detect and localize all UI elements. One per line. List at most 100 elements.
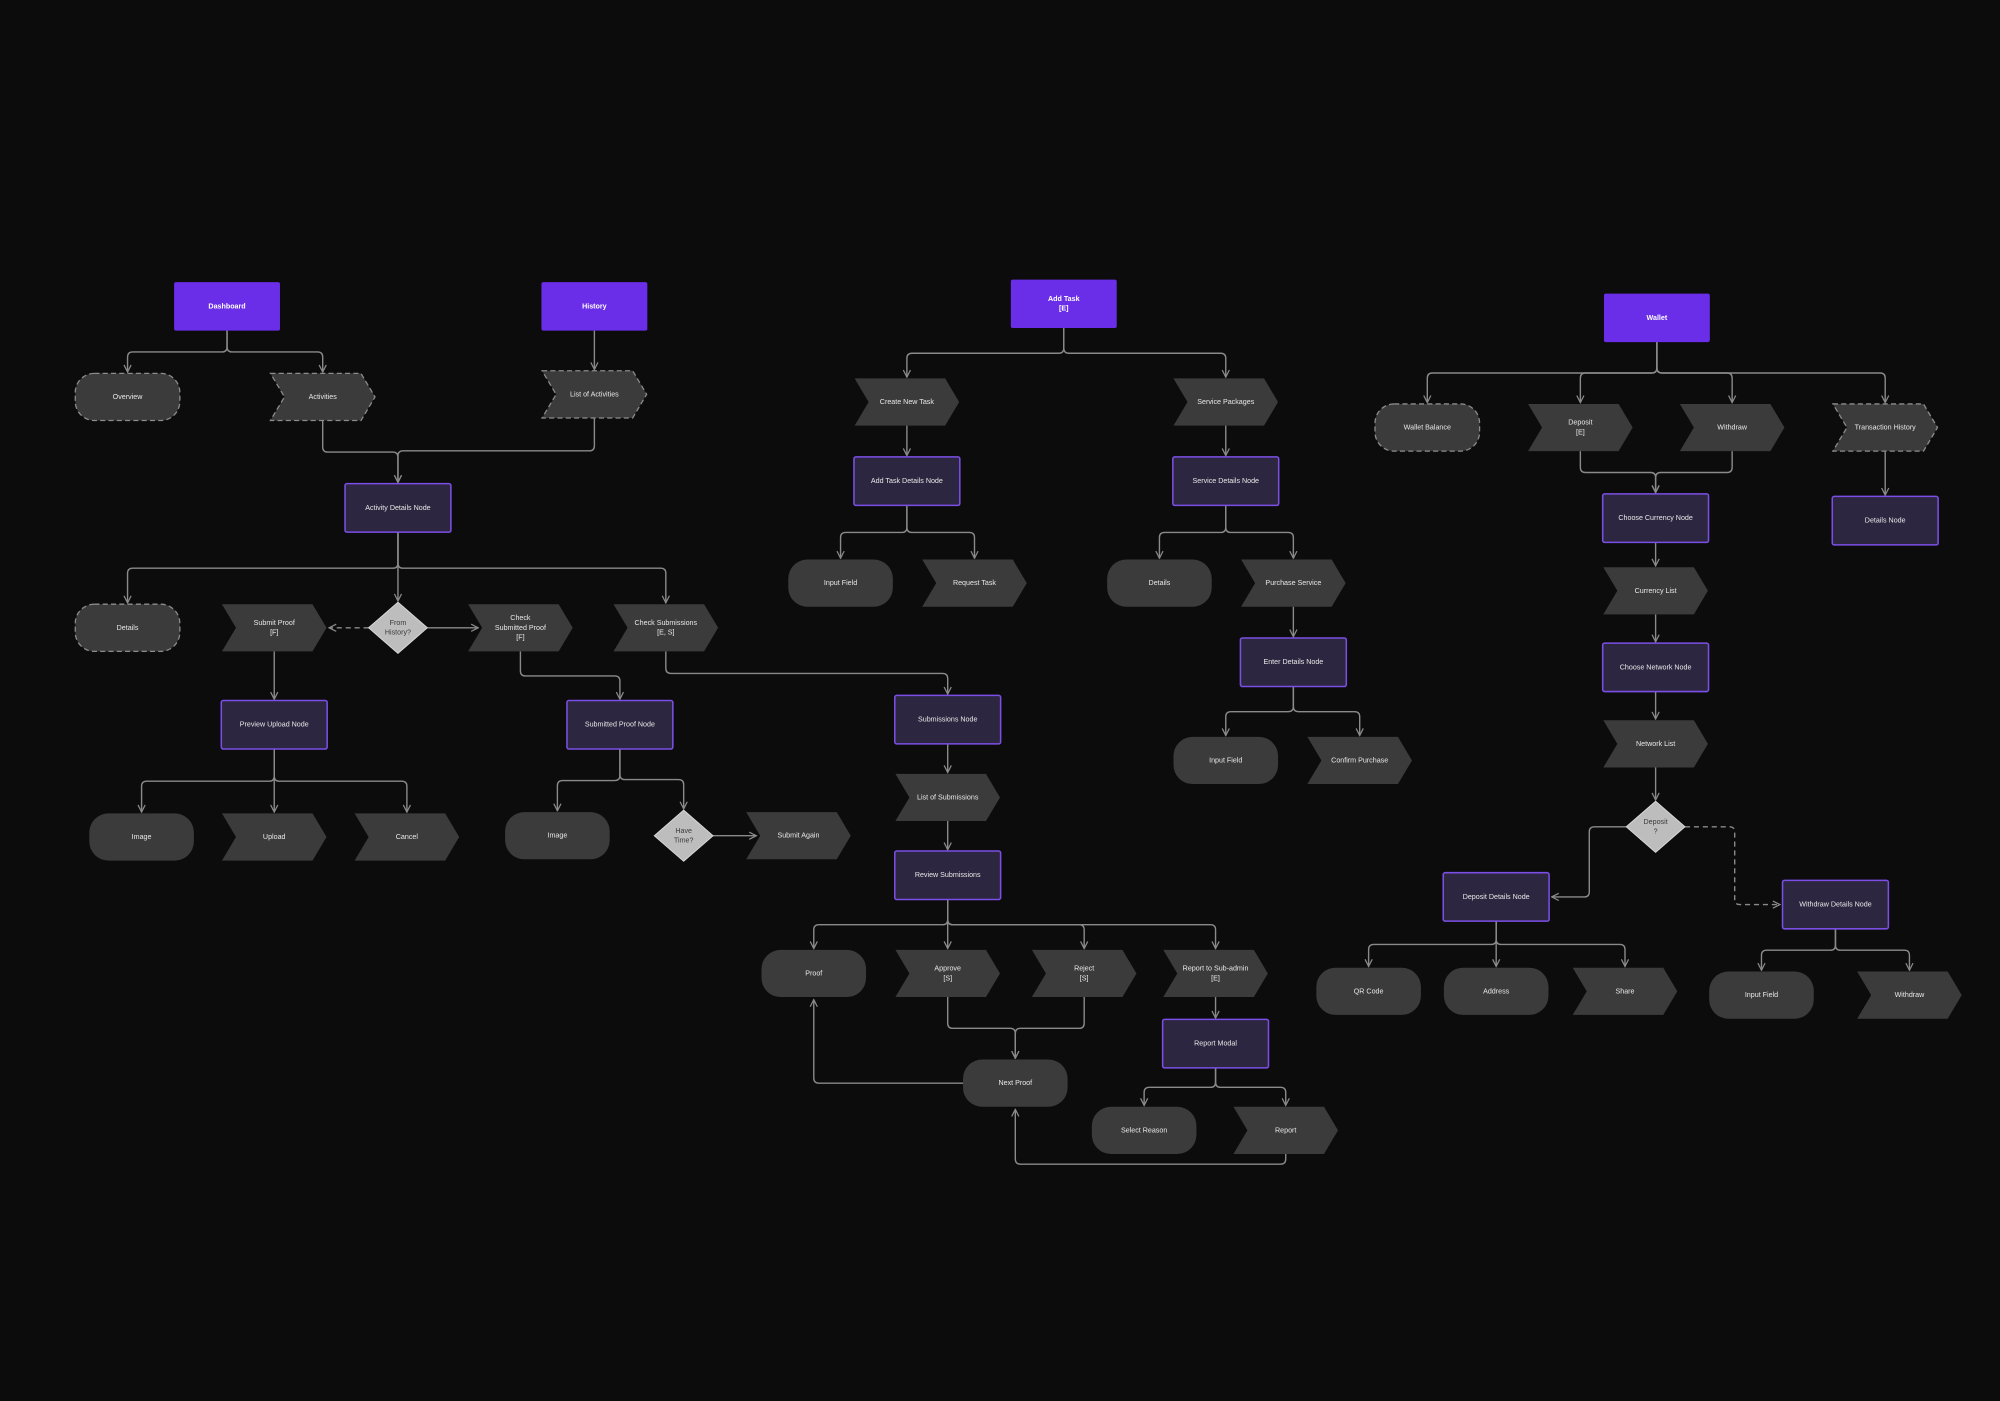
- pill-shape: [74, 372, 181, 422]
- node-address[interactable]: Address: [1443, 967, 1549, 1015]
- node-reject[interactable]: Reject[S]: [1031, 949, 1137, 998]
- node-deposit-q[interactable]: Deposit?: [1625, 800, 1686, 853]
- node-label: Next Proof: [998, 1079, 1032, 1087]
- node-choose-network[interactable]: Choose Network Node: [1601, 642, 1710, 693]
- node-label: Currency List: [1635, 587, 1677, 595]
- node-preview-upload[interactable]: Preview Upload Node: [220, 699, 328, 750]
- node-qr-code[interactable]: QR Code: [1316, 967, 1421, 1015]
- node-label: Wallet: [1647, 314, 1668, 322]
- node-input-field-1[interactable]: Input Field: [788, 559, 893, 607]
- node-deposit-details[interactable]: Deposit Details Node: [1442, 871, 1550, 922]
- node-shape: [1831, 495, 1939, 546]
- node-activity-details[interactable]: Activity Details Node: [344, 482, 452, 533]
- node-input-field-2[interactable]: Input Field: [1173, 736, 1279, 785]
- node-list-submissions[interactable]: List of Submissions: [895, 773, 1000, 822]
- chevron-shape: [269, 372, 376, 422]
- edge-submitted-proof-node-to-image-2: [557, 748, 621, 811]
- node-report-modal[interactable]: Report Modal: [1161, 1018, 1270, 1069]
- edge-submitted-proof-node-to-have-time: [619, 748, 684, 809]
- chevron-shape: [540, 370, 648, 419]
- node-input-field-3[interactable]: Input Field: [1709, 971, 1814, 1019]
- node-wallet[interactable]: Wallet: [1603, 293, 1710, 343]
- node-wallet-balance[interactable]: Wallet Balance: [1374, 403, 1481, 452]
- node-label: Submit Again: [777, 832, 819, 840]
- node-label: Submit Proof[F]: [254, 619, 295, 637]
- edge-withdraw-1-to-choose-currency: [1656, 451, 1733, 492]
- node-withdraw-2[interactable]: Withdraw: [1857, 971, 1962, 1019]
- node-confirm-purchase[interactable]: Confirm Purchase: [1307, 736, 1412, 785]
- pill-shape: [1091, 1106, 1197, 1154]
- node-enter-details[interactable]: Enter Details Node: [1239, 637, 1348, 688]
- node-dashboard[interactable]: Dashboard: [174, 282, 280, 331]
- node-choose-currency[interactable]: Choose Currency Node: [1601, 493, 1710, 544]
- node-service-details[interactable]: Service Details Node: [1172, 456, 1280, 507]
- node-currency-list[interactable]: Currency List: [1603, 567, 1708, 615]
- edges-layer: [128, 328, 1910, 1165]
- node-select-reason[interactable]: Select Reason: [1091, 1106, 1197, 1154]
- chevron-shape: [922, 559, 1027, 607]
- node-submitted-proof-node[interactable]: Submitted Proof Node: [566, 699, 674, 750]
- node-label: Proof: [805, 969, 822, 977]
- node-check-submissions[interactable]: Check Submissions[E, S]: [613, 604, 719, 652]
- edge-wallet-to-transaction-history: [1656, 342, 1885, 403]
- node-service-packages[interactable]: Service Packages: [1173, 378, 1279, 426]
- diamond-shape: [653, 809, 714, 862]
- node-add-task[interactable]: Add Task[E]: [1010, 279, 1117, 329]
- node-request-task[interactable]: Request Task: [922, 559, 1027, 607]
- node-label: Report Modal: [1194, 1040, 1237, 1048]
- chevron-shape: [746, 812, 851, 860]
- node-submit-proof[interactable]: Submit Proof[F]: [221, 604, 327, 652]
- node-withdraw-1[interactable]: Withdraw: [1679, 403, 1785, 452]
- node-network-list[interactable]: Network List: [1603, 720, 1708, 768]
- node-purchase-service[interactable]: Purchase Service: [1241, 559, 1346, 607]
- edge-reject-to-next-proof: [1015, 997, 1085, 1058]
- node-report[interactable]: Report: [1233, 1106, 1339, 1154]
- node-next-proof[interactable]: Next Proof: [963, 1059, 1068, 1107]
- edge-report-modal-to-report: [1214, 1067, 1286, 1106]
- node-details-node[interactable]: Details Node: [1831, 495, 1939, 546]
- node-list-activities[interactable]: List of Activities: [540, 370, 648, 419]
- node-label: Withdraw: [1895, 991, 1926, 999]
- pill-shape: [89, 813, 194, 861]
- primary-shape: [1010, 279, 1117, 329]
- node-label: Reject[S]: [1074, 965, 1094, 983]
- node-details-2[interactable]: Details: [1107, 559, 1212, 607]
- node-label: Confirm Purchase: [1331, 756, 1388, 764]
- node-label: Details: [1149, 579, 1171, 587]
- node-activities[interactable]: Activities: [269, 372, 376, 422]
- node-add-task-details[interactable]: Add Task Details Node: [853, 456, 961, 507]
- node-label: Approve[S]: [934, 965, 961, 983]
- node-upload[interactable]: Upload: [221, 813, 327, 861]
- node-create-new-task[interactable]: Create New Task: [854, 378, 960, 426]
- node-submit-again[interactable]: Submit Again: [746, 812, 851, 860]
- node-image-2[interactable]: Image: [505, 812, 610, 860]
- node-details-1[interactable]: Details: [74, 603, 181, 653]
- pill-shape: [1709, 971, 1814, 1019]
- node-deposit[interactable]: Deposit[E]: [1528, 403, 1633, 452]
- node-history[interactable]: History: [541, 282, 648, 331]
- node-label: Activities: [309, 393, 338, 401]
- node-label: QR Code: [1354, 987, 1384, 995]
- pill-shape: [1374, 403, 1481, 452]
- node-proof[interactable]: Proof: [761, 949, 867, 998]
- node-overview[interactable]: Overview: [74, 372, 181, 422]
- node-share[interactable]: Share: [1572, 967, 1678, 1015]
- node-label: Wallet Balance: [1404, 423, 1451, 431]
- node-submissions-node[interactable]: Submissions Node: [894, 694, 1002, 745]
- node-cancel[interactable]: Cancel: [354, 813, 460, 861]
- node-transaction-history[interactable]: Transaction History: [1831, 403, 1939, 452]
- chevron-shape: [1857, 971, 1962, 1019]
- chevron-shape: [1241, 559, 1346, 607]
- node-label: Service Packages: [1197, 398, 1254, 406]
- node-image-1[interactable]: Image: [89, 813, 194, 861]
- node-withdraw-details[interactable]: Withdraw Details Node: [1781, 879, 1890, 930]
- node-approve[interactable]: Approve[S]: [895, 949, 1000, 998]
- node-review-submissions[interactable]: Review Submissions: [894, 850, 1002, 901]
- node-report-sub-admin[interactable]: Report to Sub-admin[E]: [1163, 949, 1268, 998]
- chevron-shape: [1307, 736, 1412, 785]
